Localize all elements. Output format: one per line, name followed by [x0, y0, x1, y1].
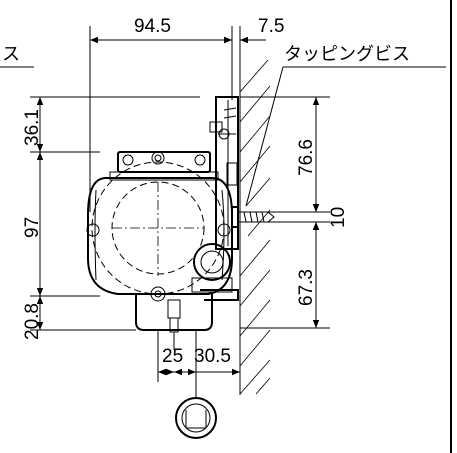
dim-width-top: 94.5 [134, 16, 171, 37]
label-left-partial: ス [2, 44, 20, 65]
screw-leader [0, 66, 446, 207]
dim-middle-left: 97 [22, 217, 43, 238]
dim-bottom-a: 25 [162, 346, 183, 367]
mounting-bracket [200, 96, 239, 301]
tapping-screw [231, 206, 275, 228]
dim-lower-right: 67.3 [296, 269, 317, 306]
side-fitting [191, 243, 233, 293]
dim-upper-right: 76.6 [296, 139, 317, 176]
dim-small-right: 10 [328, 207, 349, 228]
dim-upper-left: 36.1 [22, 109, 43, 146]
label-tapping-screw: タッピングビス [284, 44, 410, 65]
wall-hatch [239, 59, 271, 395]
bottom-view [175, 382, 217, 439]
housing-body [86, 151, 233, 295]
dim-lower-left: 20.8 [22, 303, 43, 340]
dim-bottom-b: 30.5 [194, 346, 231, 367]
reference-lines [30, 26, 330, 382]
dimension-lines [36, 36, 320, 376]
dim-offset-top: 7.5 [258, 16, 284, 37]
housing-internal-circles [91, 161, 225, 295]
bottom-base [135, 286, 213, 350]
